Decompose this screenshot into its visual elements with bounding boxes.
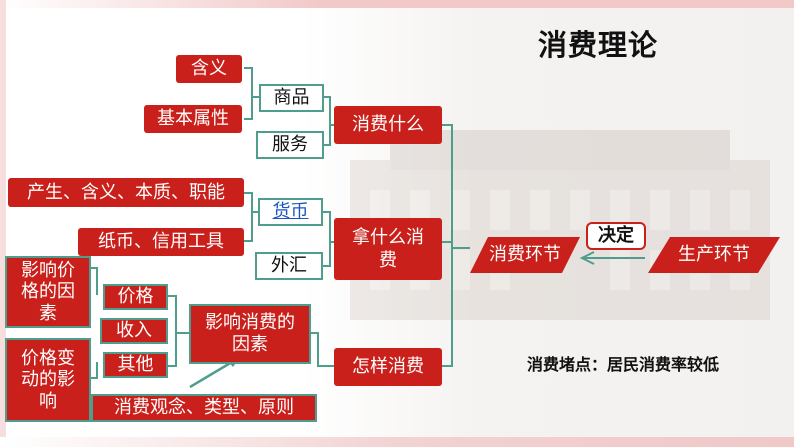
xiaofei-dudian-note: 消费堵点：居民消费率较低 xyxy=(527,355,720,374)
connector-bracket xyxy=(324,96,331,146)
node-shengchan-huanjie: 生产环节 xyxy=(648,237,780,273)
node-huobi: 货币 xyxy=(258,198,323,226)
node-jiage: 价格 xyxy=(103,284,168,310)
page-title: 消费理论 xyxy=(538,28,659,62)
node-shangpin: 商品 xyxy=(259,84,324,112)
connector-bracket xyxy=(323,211,331,267)
node-waihui: 外汇 xyxy=(255,252,323,280)
connector-bracket xyxy=(168,295,177,367)
node-zhibi-xinyong: 纸币、信用工具 xyxy=(78,228,244,256)
node-yingxiang-jiage: 影响价格的因素 xyxy=(5,256,91,328)
top-decor-bar xyxy=(0,0,794,8)
connector-bracket xyxy=(244,67,253,120)
node-yingxiang-xiaofei: 影响消费的因素 xyxy=(189,304,311,364)
node-fuwu: 服务 xyxy=(256,131,324,159)
connector-line xyxy=(311,332,334,367)
arrow-line xyxy=(189,360,233,389)
node-hanyi: 含义 xyxy=(176,55,242,83)
left-decor-bar xyxy=(0,0,6,447)
huobi-link[interactable]: 货币 xyxy=(272,201,309,223)
node-jiage-biandong: 价格变动的影响 xyxy=(5,338,91,422)
node-jueding: 决定 xyxy=(586,222,646,250)
node-shouru: 收入 xyxy=(100,318,168,344)
connector-bracket xyxy=(442,124,453,367)
connector-line xyxy=(91,362,98,379)
node-zenyang-xiaofei: 怎样消费 xyxy=(334,348,442,386)
node-na-shenme-xiaofei: 拿什么消费 xyxy=(334,218,442,280)
node-xiaofei-huanjie: 消费环节 xyxy=(470,237,580,273)
connector-bracket xyxy=(244,192,253,242)
decides-arrow-head xyxy=(579,251,595,265)
node-chansheng-hanyi: 产生、含义、本质、职能 xyxy=(8,178,244,207)
connector-line xyxy=(91,267,98,295)
node-xiaofei-shenme: 消费什么 xyxy=(334,106,442,144)
node-xiaofei-guannian: 消费观念、类型、原则 xyxy=(91,394,317,422)
node-qita: 其他 xyxy=(103,352,168,378)
bottom-decor-bar xyxy=(0,437,794,447)
node-jiben-shuxing: 基本属性 xyxy=(144,105,242,133)
